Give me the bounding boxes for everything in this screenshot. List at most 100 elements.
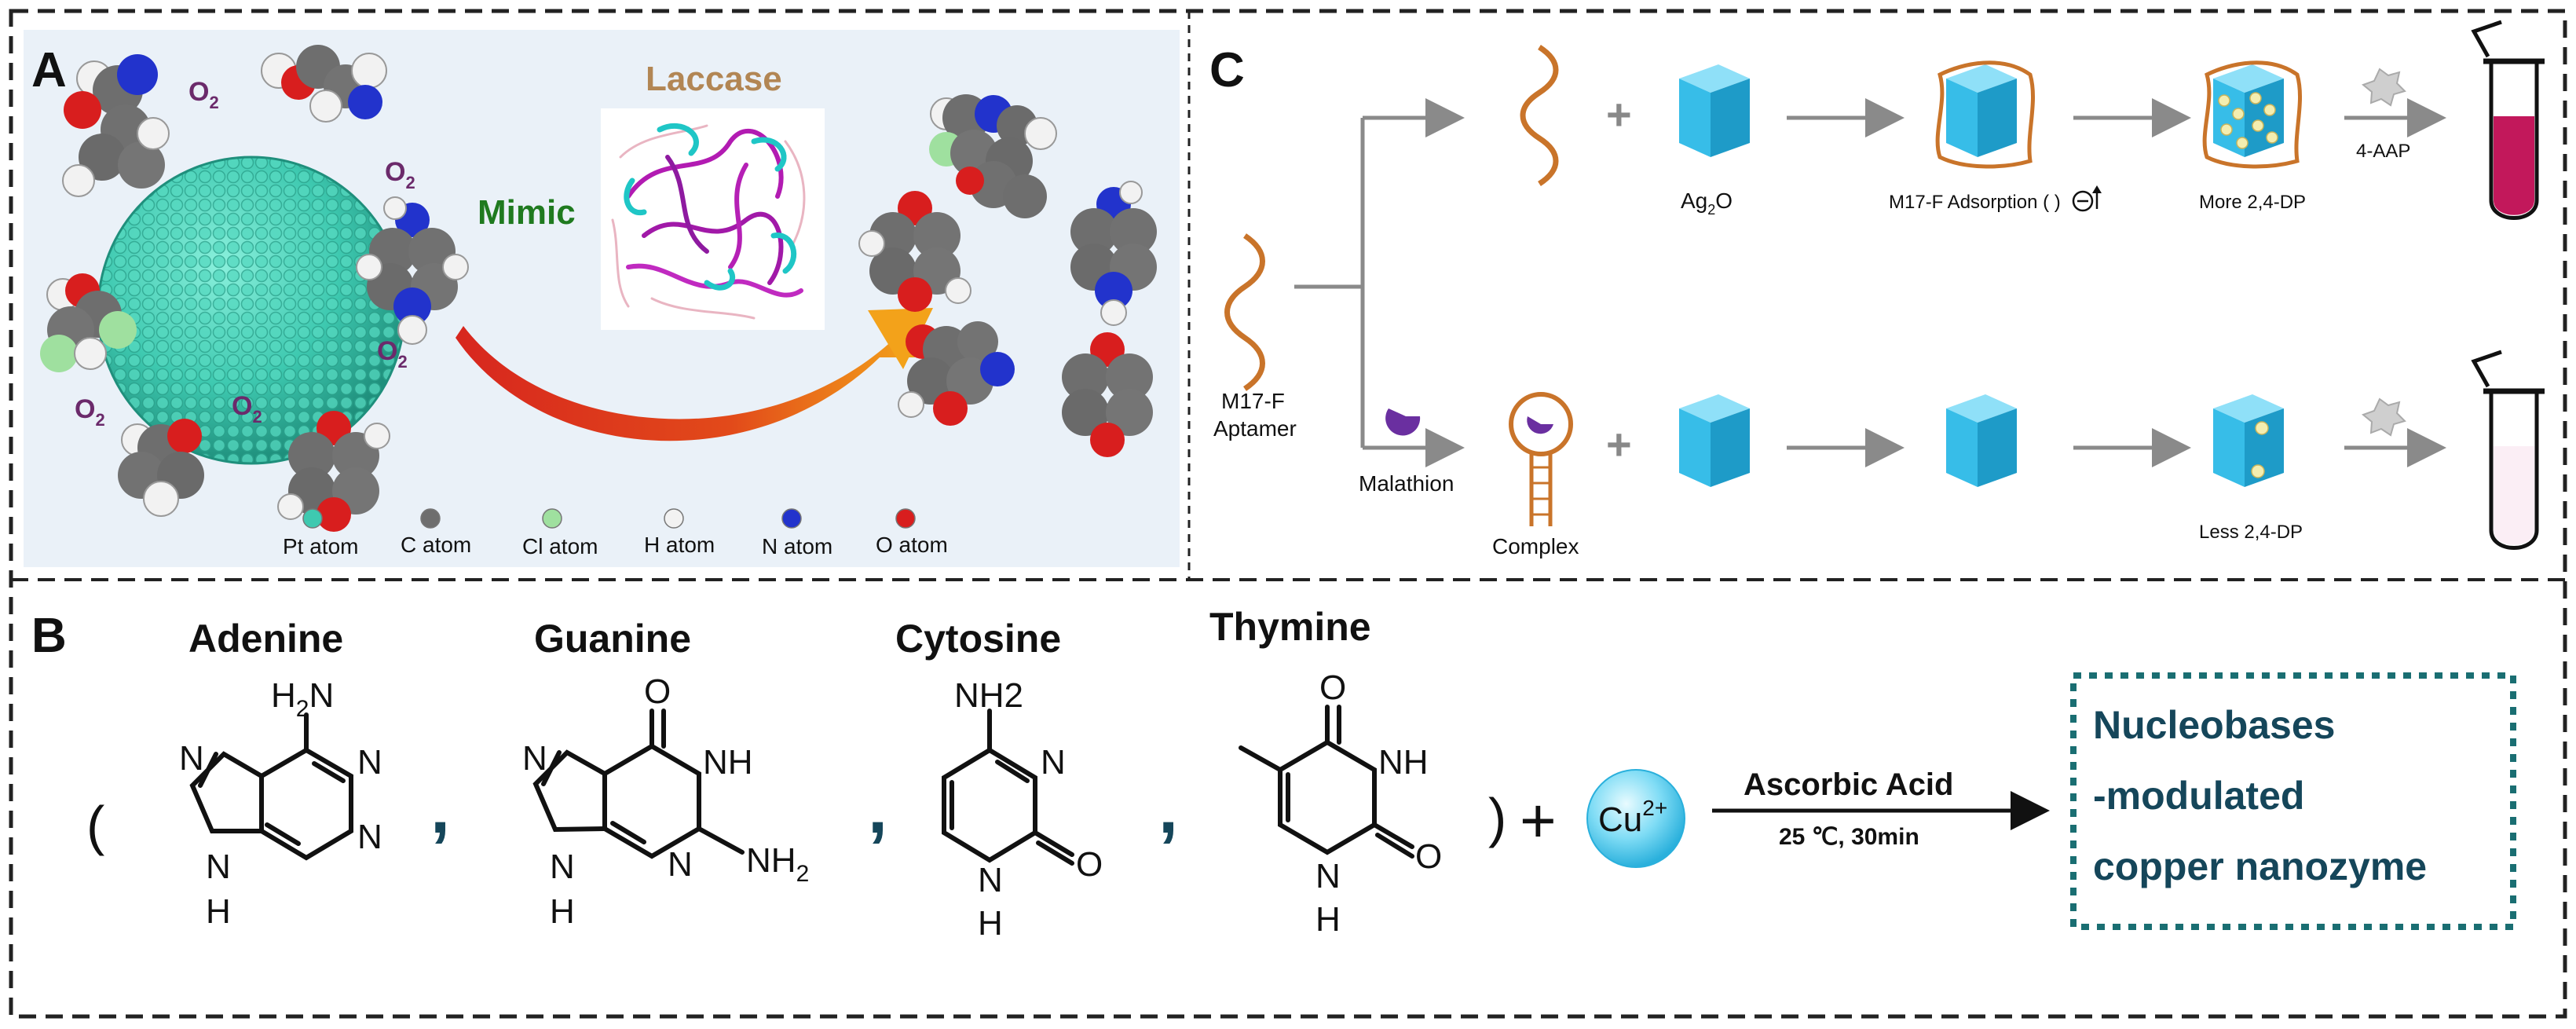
branch-arrows [1294, 98, 1465, 467]
complex-label: Complex [1492, 534, 1579, 558]
cytosine-n1: N [978, 861, 1003, 899]
panel-b-letter: B [31, 609, 67, 663]
adenine-n1: N [357, 743, 382, 782]
legend-label-2: Cl atom [522, 534, 598, 558]
guanine-h9: H [550, 892, 575, 931]
free-aptamer-icon [1520, 45, 1559, 186]
base-name-thymine: Thymine [1209, 605, 1371, 649]
product-box: Nucleobases -modulated copper nanozyme [2070, 672, 2516, 930]
thymine-n1: N [1315, 857, 1341, 895]
cytosine-h1: H [978, 904, 1003, 943]
atom-legend: Pt atom C atom Cl atom H atom N atom O atom [283, 508, 948, 558]
guanine-nh2: NH2 [746, 841, 809, 887]
adenine-n9: N [206, 848, 231, 886]
plus-sign-top: + [1606, 90, 1632, 139]
copper-ion-icon: Cu2+ [1586, 769, 1685, 868]
thymine-oxygen-top: O [1319, 668, 1346, 707]
panel-c: C M17-F Aptamer + Ag2O M17-F Adsorpti [1209, 20, 2545, 558]
base-name-adenine: Adenine [188, 617, 343, 661]
cytosine-n3: N [1041, 743, 1066, 782]
guanine-oxygen: O [644, 672, 671, 711]
pt-nanoparticle [97, 156, 406, 465]
cytosine-amine: NH2 [954, 676, 1023, 715]
guanine-nh: NH [703, 743, 753, 782]
product-line-2: -modulated [2093, 774, 2304, 818]
plus-sign-bottom: + [1606, 419, 1632, 469]
comma-3: , [1158, 770, 1178, 848]
thymine-nh: NH [1378, 743, 1429, 782]
reagent-star-icon-top [2361, 68, 2406, 107]
legend-swatch-2 [542, 508, 562, 529]
svg-text:O2: O2 [385, 157, 415, 192]
guanine-structure [532, 709, 745, 859]
more-product-label: More 2,4-DP [2199, 192, 2306, 213]
adsorption-label: M17-F Adsorption ( ) [1889, 192, 2061, 213]
oxygen-labels: O2 O2 O2 O2 O2 [75, 77, 415, 430]
legend-label-0: Pt atom [283, 534, 358, 558]
reagent-star-icon-bottom [2361, 397, 2406, 437]
base-name-guanine: Guanine [534, 617, 691, 661]
aptamer-label-line2: Aptamer [1213, 416, 1297, 441]
product-line-3: copper nanozyme [2093, 844, 2427, 888]
comma-1: , [430, 770, 450, 848]
malathion-label: Malathion [1359, 471, 1454, 496]
substrate-molecules [40, 45, 469, 532]
thymine-h1: H [1315, 900, 1341, 939]
panel-c-letter: C [1209, 43, 1245, 97]
enzyme-label: Laccase [646, 60, 782, 98]
ag2o-cube-bottom-icon [1679, 394, 1750, 487]
cytosine-structure [942, 709, 1074, 866]
less-product-label: Less 2,4-DP [2199, 522, 2303, 543]
panel-a: A [24, 30, 1180, 567]
svg-text:O2: O2 [377, 336, 408, 372]
legend-label-1: C atom [401, 533, 471, 557]
test-tube-pale-icon [2471, 350, 2545, 550]
product-line-1: Nucleobases [2093, 703, 2335, 747]
mimic-label: Mimic [478, 193, 576, 232]
complex-hairpin-icon [1509, 392, 1573, 526]
thymine-structure [1239, 705, 1414, 859]
legend-swatch-4 [781, 508, 802, 529]
bare-cube-icon [1946, 394, 2017, 487]
reagent-label: 4-AAP [2356, 141, 2410, 162]
comma-2: , [868, 770, 887, 848]
less-product-cube-icon [2213, 394, 2284, 487]
svg-text:O2: O2 [75, 394, 105, 430]
guanine-n7: N [522, 739, 547, 778]
cytosine-oxygen: O [1076, 845, 1103, 884]
adenine-h9: H [206, 892, 231, 931]
legend-swatch-1 [420, 508, 441, 529]
adenine-n7: N [179, 739, 204, 778]
adenine-structure [189, 712, 353, 861]
guanine-n3: N [668, 845, 693, 884]
ag2o-cube-icon [1679, 64, 1750, 157]
thymine-oxygen-bottom: O [1415, 837, 1442, 876]
plus-sign: + [1520, 785, 1557, 855]
svg-text:O2: O2 [188, 77, 219, 112]
conditions-below-arrow: 25 ℃, 30min [1779, 824, 1919, 850]
legend-swatch-3 [664, 508, 684, 529]
svg-text:O2: O2 [232, 391, 262, 427]
charge-up-icon [2072, 185, 2102, 212]
malathion-icon [1385, 399, 1421, 436]
panel-borders [9, 9, 2567, 1019]
reagent-above-arrow: Ascorbic Acid [1744, 767, 1953, 802]
legend-label-4: N atom [762, 534, 832, 558]
legend-label-5: O atom [876, 533, 948, 557]
test-tube-pink-icon [2471, 20, 2545, 220]
aptamer-label-line1: M17-F [1221, 389, 1285, 413]
legend-label-3: H atom [644, 533, 715, 557]
aptamer-strand-icon [1224, 233, 1265, 391]
product-molecules [858, 94, 1157, 457]
ag2o-label: Ag2O [1681, 189, 1733, 218]
open-parenthesis: ( [86, 795, 104, 856]
laccase-enzyme: Laccase [601, 60, 825, 330]
legend-swatch-5 [895, 508, 916, 529]
panel-a-letter: A [31, 43, 67, 97]
guanine-n9: N [550, 848, 575, 886]
panel-b: B Adenine Guanine Cytosine Thymine ( H2N… [31, 605, 2516, 943]
close-parenthesis: ) [1488, 787, 1506, 848]
reaction-curved-arrow [456, 308, 933, 441]
base-name-cytosine: Cytosine [895, 617, 1061, 661]
